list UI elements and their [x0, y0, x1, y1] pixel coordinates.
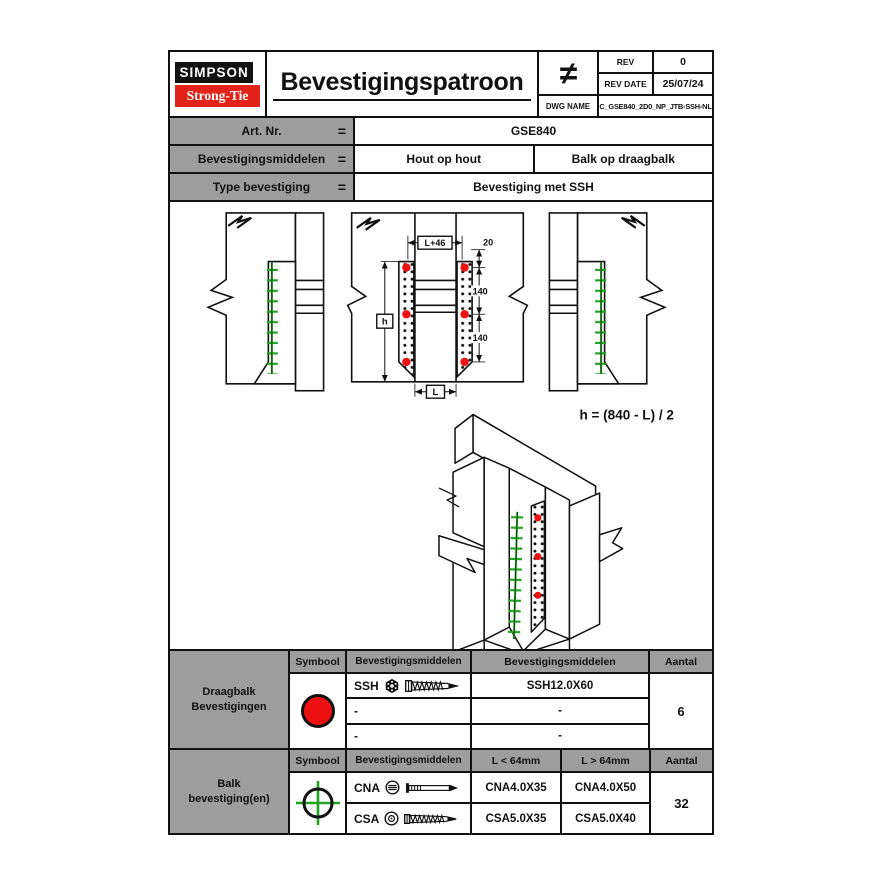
iso-ssh-dots: [534, 514, 542, 599]
type-value: Bevestiging met SSH: [473, 180, 594, 194]
nail-symbol-icon: [295, 781, 340, 825]
dimensions: L+46 20 140 140 h: [376, 235, 493, 399]
iso-hanger-flange: [530, 500, 546, 633]
product-cell: CNA4.0X50: [562, 773, 649, 802]
hex-head-icon: [385, 678, 398, 693]
table-balk: Balk bevestiging(en) Symbool Bevestiging…: [170, 748, 712, 833]
product-cell: CSA5.0X35: [472, 804, 560, 833]
view-isometric: [438, 413, 624, 649]
view-side-left: [208, 213, 323, 391]
type-label: Type bevestiging: [212, 180, 311, 194]
dim-spacing-1: 140: [473, 286, 488, 296]
col-header-symbool: Symbool: [290, 750, 345, 771]
csa-screw-icon: [404, 813, 458, 824]
col-header-aantal: Aantal: [650, 651, 712, 672]
iso-right-cheek: [568, 492, 601, 640]
col-header-middelen-1: Bevestigingsmiddelen: [347, 651, 470, 672]
brand-strongtie: Strong-Tie: [175, 84, 260, 107]
dwg-name-label: DWG NAME: [539, 96, 597, 116]
dim-height: h: [382, 317, 388, 328]
brand-simpson: SIMPSON: [175, 61, 254, 83]
drawing-sheet: SIMPSON Strong-Tie Bevestigingspatroon ≠…: [168, 50, 714, 835]
iso-break-flap-right: [598, 527, 624, 563]
sheet-title-text: Bevestigingspatroon: [272, 68, 532, 101]
view-side-right: [549, 213, 664, 391]
hanger-plate-left: [398, 260, 415, 379]
middelen-label: Bevestigingsmiddelen: [197, 152, 326, 166]
view-front: L+46 20 140 140 h: [346, 212, 529, 399]
table-draagbalk: Draagbalk Bevestigingen Symbool Bevestig…: [170, 649, 712, 748]
draagbalk-row-title: Draagbalk Bevestigingen: [170, 651, 288, 748]
dwg-name-value: C_GSE840_2D0_NP_JTB-SSH-NL: [599, 96, 712, 116]
ssh-screw-icon: [404, 679, 459, 692]
rev-date-label: REV DATE: [599, 74, 652, 94]
fastener-name-cell: -: [347, 724, 470, 748]
dim-bottom-width: L: [433, 387, 439, 398]
col-header-middelen-2: Bevestigingsmiddelen: [472, 651, 648, 672]
product-cell: CSA5.0X40: [562, 804, 649, 833]
csa-head-icon: [384, 811, 399, 826]
brand-logo: SIMPSON Strong-Tie: [170, 52, 267, 116]
col-header-l-small: L < 64mm: [472, 750, 560, 771]
dim-spacing-2: 140: [473, 333, 488, 343]
equals-icon: =: [337, 179, 346, 195]
product-cell: -: [472, 699, 648, 723]
rev-value: 0: [654, 52, 712, 72]
height-formula: h = (840 - L) / 2: [579, 408, 673, 423]
art-nr-value: GSE840: [510, 124, 557, 138]
middelen-value-left: Hout op hout: [406, 152, 482, 166]
drawing-area: L+46 20 140 140 h: [170, 202, 712, 649]
not-equal-icon: ≠: [539, 52, 597, 94]
ssh-fastener-dots: [402, 263, 469, 367]
iso-break-mark: [438, 487, 460, 508]
cna-head-icon: [385, 780, 400, 795]
ssh-symbol-icon: [300, 694, 335, 728]
equals-icon: =: [337, 151, 346, 167]
symbool-cell: [290, 773, 345, 833]
info-row-middelen: Bevestigingsmiddelen = Hout op hout Balk …: [170, 146, 712, 172]
hanger-plate-right: [456, 260, 473, 379]
product-cell: -: [472, 724, 648, 748]
title-block: SIMPSON Strong-Tie Bevestigingspatroon ≠…: [170, 52, 712, 118]
info-row-type: Type bevestiging = Bevestiging met SSH: [170, 174, 712, 200]
balk-row-title: Balk bevestiging(en): [170, 750, 288, 833]
middelen-value-right: Balk op draagbalk: [532, 146, 713, 172]
product-cell: CNA4.0X35: [472, 773, 560, 802]
rev-label: REV: [599, 52, 652, 72]
col-header-symbool: Symbool: [290, 651, 345, 672]
fastener-name-cell: CNA: [347, 773, 470, 802]
iso-beam-end: [454, 413, 474, 464]
sheet-title: Bevestigingspatroon: [267, 52, 539, 116]
info-row-art: Art. Nr. = GSE840: [170, 118, 712, 144]
aantal-cell: 32: [651, 773, 712, 833]
aantal-cell: 6: [650, 674, 712, 748]
info-table: Art. Nr. = GSE840 Bevestigingsmiddelen = H…: [170, 118, 712, 202]
technical-drawing: L+46 20 140 140 h: [170, 202, 674, 649]
rev-date-value: 25/07/24: [654, 74, 712, 94]
cna-nail-icon: [405, 782, 459, 793]
col-header-l-large: L > 64mm: [562, 750, 649, 771]
dim-top-width: L+46: [425, 238, 446, 248]
fastener-name-cell: -: [347, 699, 470, 723]
revision-block: ≠ REV 0 REV DATE 25/07/24 DWG NAME C_GSE…: [539, 52, 712, 116]
equals-icon: =: [337, 123, 346, 139]
col-header-aantal: Aantal: [651, 750, 712, 771]
product-cell: SSH12.0X60: [472, 674, 648, 698]
iso-break-flap-left: [438, 535, 485, 574]
art-nr-label: Art. Nr.: [241, 124, 282, 138]
fastener-name-cell: SSH: [347, 674, 470, 698]
iso-bottom-band: [483, 638, 571, 649]
col-header-middelen: Bevestigingsmiddelen: [347, 750, 470, 771]
fastener-name-cell: CSA: [347, 804, 470, 833]
dim-top-offset: 20: [483, 238, 493, 248]
symbool-cell: [290, 674, 345, 748]
iso-nail-strip: [507, 511, 524, 640]
